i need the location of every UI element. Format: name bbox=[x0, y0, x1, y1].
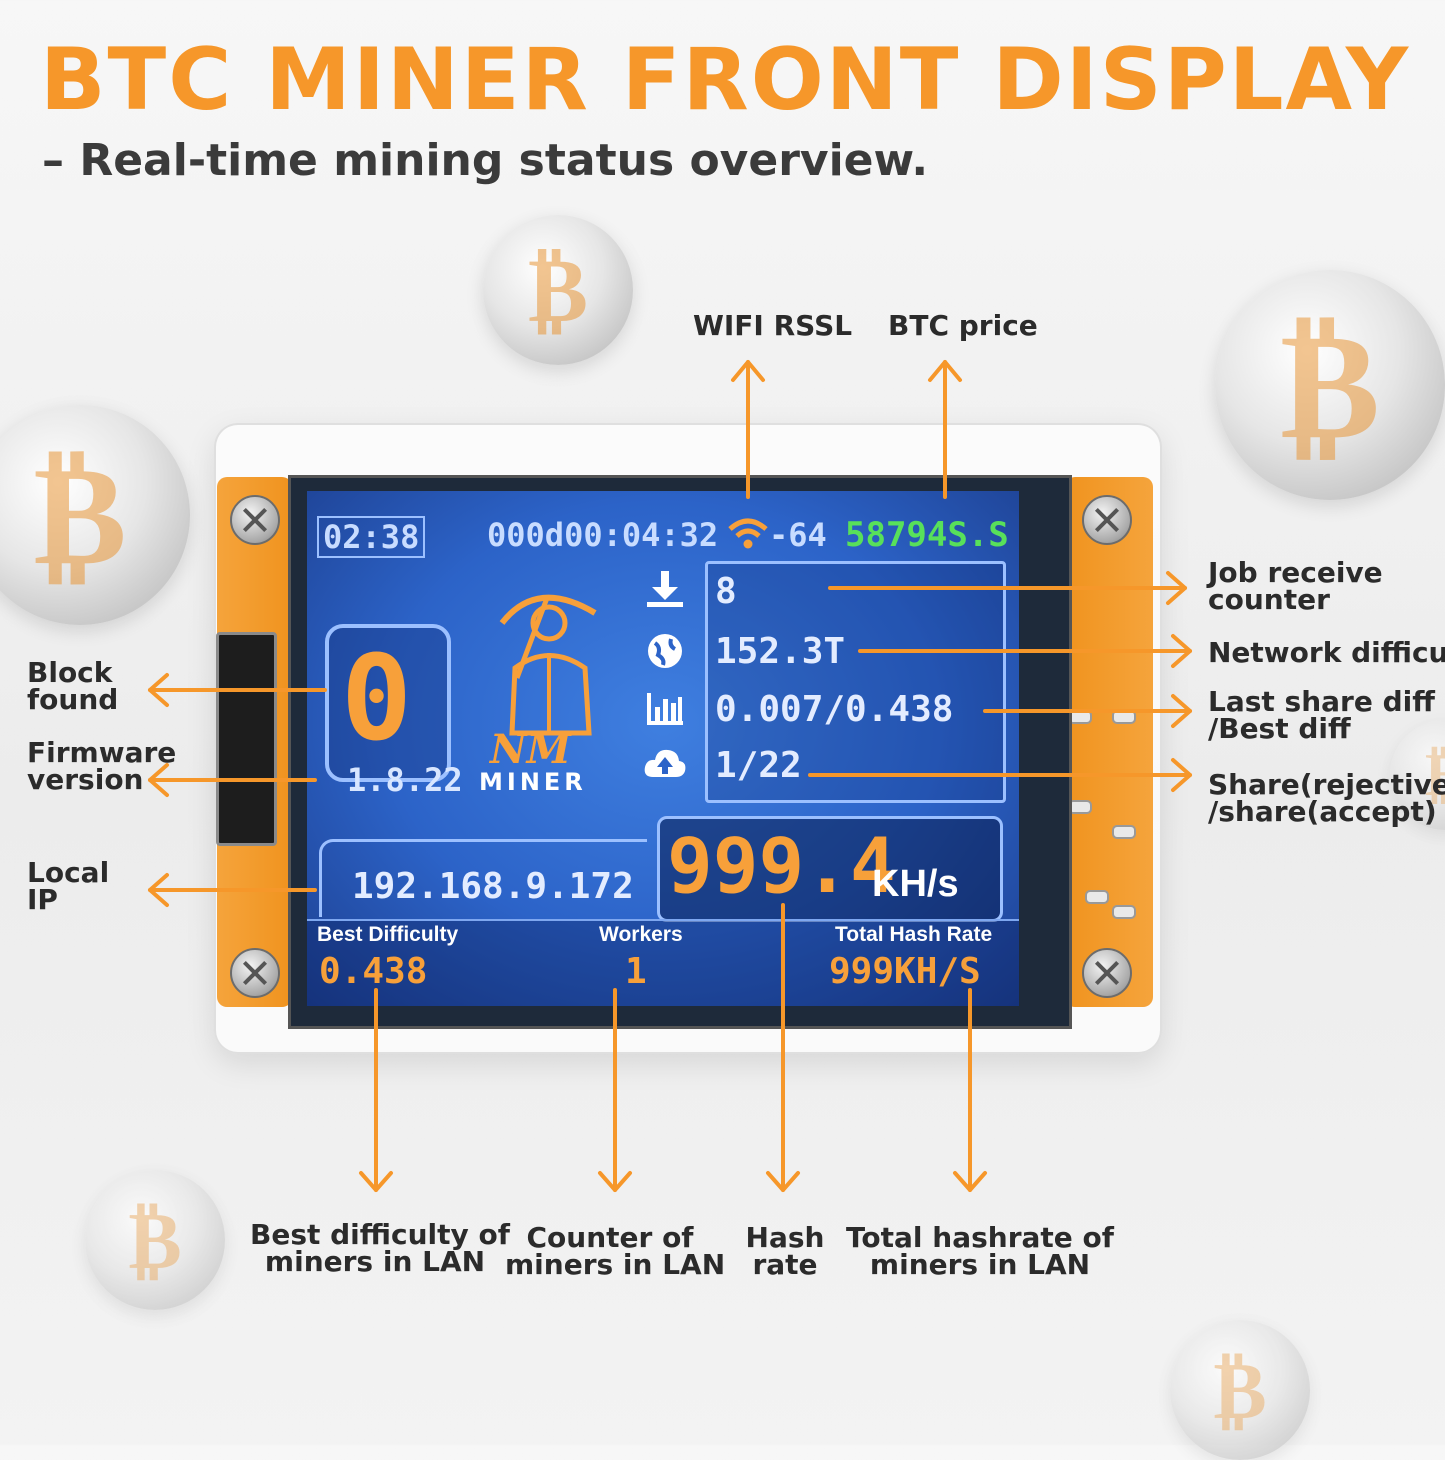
stats-panel bbox=[705, 561, 1006, 803]
callout-network-difficulty: Network difficulty bbox=[1208, 636, 1445, 669]
callout-wifi: WIFI RSSL bbox=[693, 309, 853, 342]
screw-icon bbox=[230, 948, 280, 998]
workers-label: Workers bbox=[599, 923, 683, 946]
header-pin bbox=[1112, 825, 1136, 839]
block-found-value: 0 bbox=[341, 629, 413, 767]
bitcoin-coin-icon: ₿ bbox=[1215, 270, 1445, 500]
screw-icon bbox=[230, 495, 280, 545]
block-found-frame bbox=[325, 624, 451, 782]
callout-hash-rate: Hash rate bbox=[745, 1221, 825, 1281]
callout-btc-price: BTC price bbox=[888, 309, 1038, 342]
callout-share-ratio: Share(rejective) /share(accept) bbox=[1208, 768, 1445, 828]
bitcoin-coin-icon: ₿ bbox=[0, 405, 190, 625]
bitcoin-coin-icon: ₿ bbox=[85, 1170, 225, 1310]
callout-last-best-diff: Last share diff /Best diff bbox=[1208, 685, 1435, 745]
clock-time: 02:38 bbox=[317, 516, 426, 558]
pcb-right bbox=[1065, 477, 1153, 1007]
callout-local-ip: Local IP bbox=[27, 856, 110, 916]
header-pin bbox=[1112, 905, 1136, 919]
header-pin bbox=[1085, 890, 1109, 904]
chart-icon bbox=[647, 693, 683, 725]
total-hash-label: Total Hash Rate bbox=[835, 923, 993, 946]
best-difficulty-label: Best Difficulty bbox=[317, 923, 459, 946]
logo-subtext: MINER bbox=[479, 768, 587, 796]
best-difficulty-value: 0.438 bbox=[319, 951, 428, 992]
callout-lan-best-diff: Best difficulty of miners in LAN bbox=[250, 1218, 510, 1278]
wifi-icon bbox=[728, 518, 768, 549]
screw-icon bbox=[1082, 948, 1132, 998]
bitcoin-coin-icon: ₿ bbox=[483, 215, 633, 365]
page-title: BTC MINER FRONT DISPLAY bbox=[40, 30, 1411, 130]
logo-text: NM bbox=[490, 726, 571, 773]
firmware-version: 1.8.22 bbox=[347, 761, 463, 799]
wifi-rssi: -64 bbox=[769, 516, 827, 554]
ip-frame bbox=[319, 839, 647, 917]
usb-port bbox=[216, 632, 277, 846]
bottom-band bbox=[307, 919, 1019, 1006]
job-counter: 8 bbox=[715, 571, 737, 612]
workers-value: 1 bbox=[625, 951, 647, 992]
share-best-diff: 0.007/0.438 bbox=[715, 689, 954, 730]
hash-rate-unit: KH/s bbox=[872, 863, 959, 905]
lcd-display: 02:38 000d00:04:32 -64 58794S.S 0 1.8.22… bbox=[307, 491, 1019, 1006]
download-icon bbox=[647, 571, 683, 607]
uptime: 000d00:04:32 bbox=[487, 516, 719, 554]
cloud-upload-icon bbox=[644, 749, 686, 777]
page-subtitle: – Real-time mining status overview. bbox=[42, 135, 929, 186]
globe-icon bbox=[648, 634, 682, 668]
local-ip: 192.168.9.172 bbox=[352, 866, 634, 907]
btc-price: 58794S.S bbox=[845, 515, 1009, 555]
network-difficulty: 152.3T bbox=[715, 631, 846, 672]
callout-lan-counter: Counter of miners in LAN bbox=[505, 1221, 726, 1281]
shares-ratio: 1/22 bbox=[715, 745, 802, 786]
hash-rate-value: 999.4 bbox=[667, 821, 896, 910]
miner-logo-icon bbox=[499, 594, 597, 736]
bitcoin-coin-icon: ₿ bbox=[1170, 1320, 1310, 1460]
callout-lan-total-hash: Total hashrate of miners in LAN bbox=[846, 1221, 1114, 1281]
callout-block-found: Block found bbox=[27, 656, 119, 716]
callout-job-counter: Job receive counter bbox=[1208, 556, 1383, 616]
callout-firmware: Firmware version bbox=[27, 736, 177, 796]
total-hash-value: 999KH/S bbox=[829, 951, 981, 992]
screw-icon bbox=[1082, 495, 1132, 545]
